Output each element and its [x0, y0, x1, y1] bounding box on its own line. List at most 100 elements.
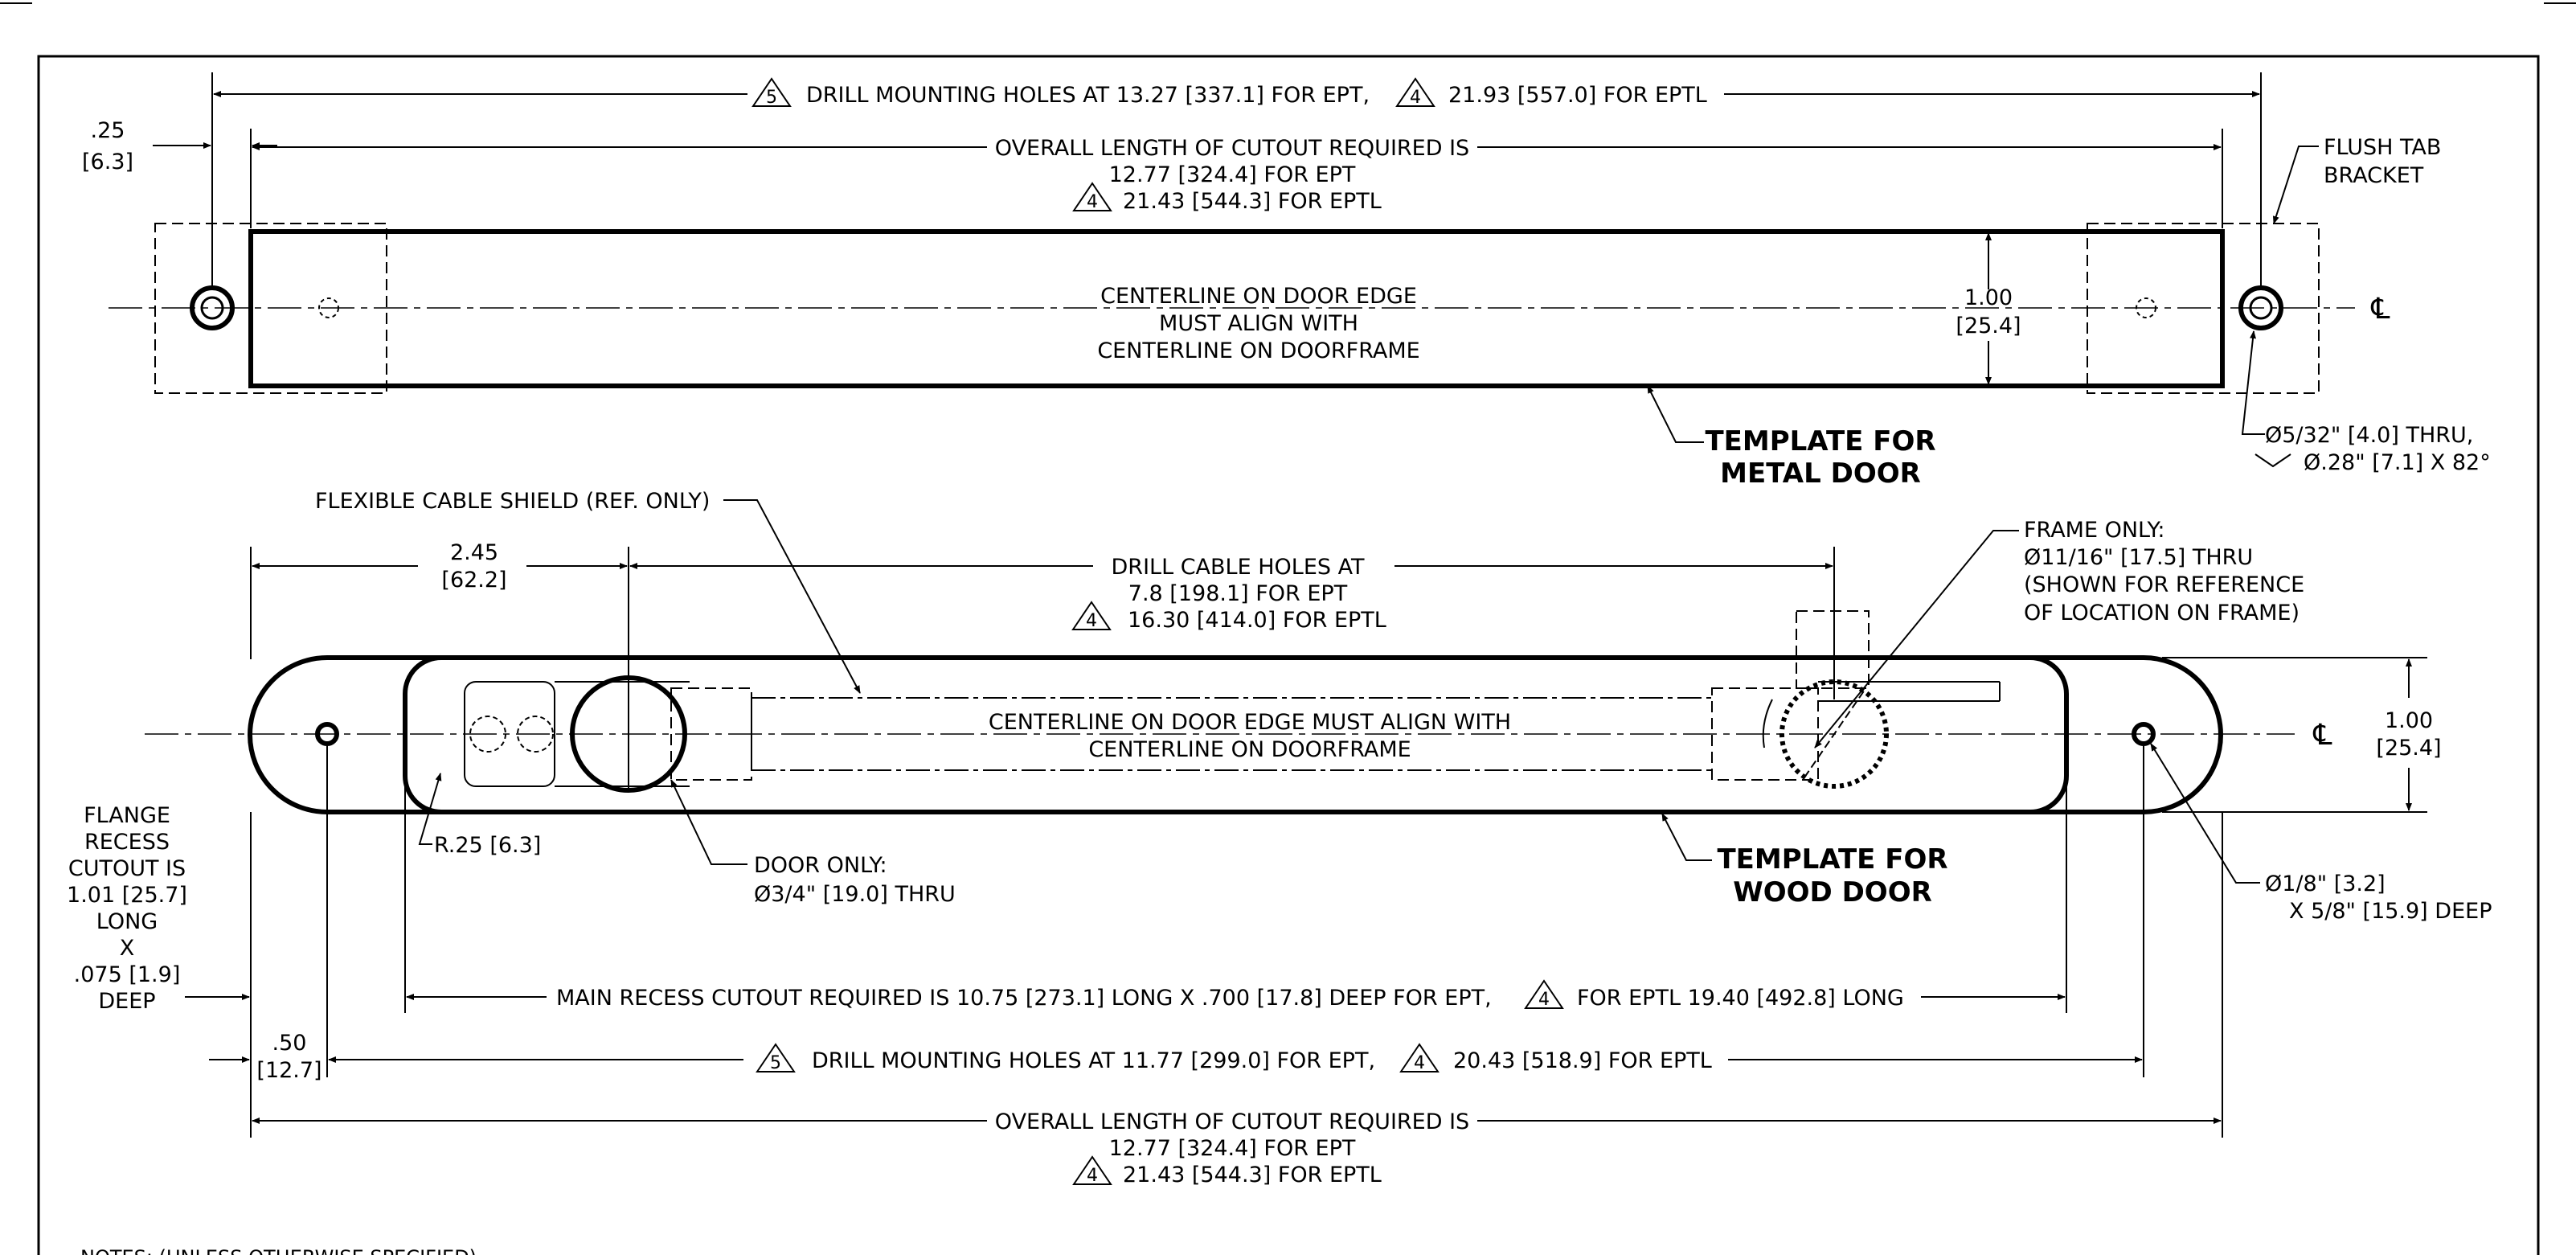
main-recess-flag-4-triangle	[1524, 979, 1564, 1009]
metal-mounting-text-eptl: 21.93 [557.0] FOR EPTL	[1448, 83, 1707, 108]
flush-tab-leader	[2272, 146, 2319, 224]
wood-mounting-flag-4-triangle	[1399, 1043, 1440, 1072]
radius-note: R.25 [6.3]	[434, 833, 541, 858]
flange-line1: FLANGE	[84, 803, 170, 828]
metal-height-inch: 1.00	[1964, 285, 2013, 310]
cable-holes-line3: 16.30 [414.0] FOR EPTL	[1128, 608, 1386, 633]
frame-only-hole	[1779, 679, 1889, 789]
frame-only-hole-diagonal	[1804, 689, 1865, 778]
metal-title-line2: METAL DOOR	[1720, 457, 1921, 490]
wood-edge-offset-inch: .50	[272, 1031, 307, 1056]
metal-mounting-flag-5: 5	[766, 88, 777, 108]
metal-mounting-text-ept: DRILL MOUNTING HOLES AT 13.27 [337.1] FO…	[806, 83, 1370, 108]
metal-centerline-note-line2: MUST ALIGN WITH	[1159, 311, 1358, 336]
notes-heading: NOTES: (UNLESS OTHERWISE SPECIFIED)	[80, 1246, 477, 1255]
cable-shield-label: FLEXIBLE CABLE SHIELD (REF. ONLY)	[315, 489, 710, 514]
metal-centerline-symbol: ℄	[2370, 293, 2390, 326]
metal-title-leader	[1647, 385, 1704, 443]
dim-245-mm: [62.2]	[441, 568, 506, 593]
wood-title-leader	[1661, 813, 1712, 861]
metal-countersink-symbol	[2255, 453, 2291, 468]
frame-only-line2: Ø11/16" [17.5] THRU	[2024, 545, 2253, 570]
metal-door-template: 5 DRILL MOUNTING HOLES AT 13.27 [337.1] …	[82, 72, 2491, 490]
cable-holes-flag-4: 4	[1086, 611, 1097, 631]
wood-overall-line2: 12.77 [324.4] FOR EPT	[1109, 1136, 1356, 1161]
flush-tab-label-line1: FLUSH TAB	[2324, 135, 2441, 160]
metal-centerline-note-line1: CENTERLINE ON DOOR EDGE	[1100, 284, 1417, 309]
metal-height-mm: [25.4]	[1956, 314, 2021, 338]
wood-height-mm: [25.4]	[2376, 736, 2441, 761]
frame-only-line1: FRAME ONLY:	[2024, 518, 2165, 543]
metal-cutout-rectangle	[248, 229, 2225, 388]
metal-edge-offset-inch: .25	[91, 118, 125, 143]
wood-edge-offset-mm: [12.7]	[256, 1058, 321, 1083]
sheet-border	[37, 55, 2540, 1255]
wood-mounting-flag-5-triangle	[756, 1043, 796, 1072]
door-only-line1: DOOR ONLY:	[754, 853, 887, 878]
cable-shield-leader	[723, 499, 861, 694]
metal-mounting-flag-4: 4	[1410, 88, 1421, 108]
flange-line5: LONG	[96, 909, 158, 934]
small-hole-note-line1: Ø1/8" [3.2]	[2265, 872, 2386, 896]
metal-mounting-flag-5-triangle	[752, 77, 792, 107]
metal-mounting-hole-right-inner	[2249, 296, 2273, 320]
metal-title-line1: TEMPLATE FOR	[1705, 425, 1935, 457]
metal-mounting-hole-right-outer	[2238, 285, 2283, 330]
frame-only-line4: OF LOCATION ON FRAME)	[2024, 601, 2300, 625]
wood-mounting-text-eptl: 20.43 [518.9] FOR EPTL	[1453, 1048, 1712, 1073]
radius-leader	[418, 773, 442, 845]
flange-recess-note: FLANGE RECESS CUTOUT IS 1.01 [25.7] LONG…	[67, 803, 187, 1014]
frame-connector-curve	[1762, 699, 1773, 748]
small-hole-note-line2: X 5/8" [15.9] DEEP	[2289, 899, 2492, 924]
main-recess-text-eptl: FOR EPTL 19.40 [492.8] LONG	[1577, 986, 1904, 1011]
wood-mounting-flag-4: 4	[1414, 1053, 1425, 1073]
wood-overall-flag-4: 4	[1087, 1166, 1098, 1186]
cable-shield-hole-2	[517, 716, 554, 753]
wood-overall-line3: 21.43 [544.3] FOR EPTL	[1123, 1163, 1382, 1187]
metal-overall-flag-4: 4	[1087, 192, 1098, 212]
wood-centerline-note-line2: CENTERLINE ON DOORFRAME	[1088, 737, 1411, 762]
wood-door-template: FLEXIBLE CABLE SHIELD (REF. ONLY) 2.45 […	[67, 489, 2492, 1187]
frame-only-leader	[1814, 530, 2019, 748]
metal-bracket-hole-left	[318, 297, 339, 318]
wood-title-line2: WOOD DOOR	[1733, 876, 1932, 908]
frame-only-line3: (SHOWN FOR REFERENCE	[2024, 572, 2304, 597]
wood-flange-outline	[248, 655, 2223, 814]
metal-hole-leader	[2241, 330, 2265, 435]
cable-shield-end-box	[464, 681, 555, 787]
wood-overall-line1: OVERALL LENGTH OF CUTOUT REQUIRED IS	[995, 1109, 1469, 1134]
metal-overall-line2: 12.77 [324.4] FOR EPT	[1109, 162, 1356, 187]
metal-hole-note-line2: Ø.28" [7.1] X 82°	[2304, 450, 2491, 475]
wood-title-line1: TEMPLATE FOR	[1717, 843, 1947, 876]
flange-line2: RECESS	[84, 830, 170, 855]
metal-centerline-note-line3: CENTERLINE ON DOORFRAME	[1097, 338, 1419, 363]
cable-holes-line1: DRILL CABLE HOLES AT	[1112, 555, 1365, 580]
flange-line7: .075 [1.9]	[74, 962, 181, 987]
flush-tab-label-line2: BRACKET	[2324, 163, 2424, 188]
metal-hole-note-line1: Ø5/32" [4.0] THRU,	[2265, 423, 2473, 448]
wood-centerline-note-line1: CENTERLINE ON DOOR EDGE MUST ALIGN WITH	[989, 710, 1511, 735]
cable-holes-flag-4-triangle	[1071, 601, 1112, 630]
wood-overall-flag-4-triangle	[1072, 1155, 1112, 1185]
flange-line3: CUTOUT IS	[68, 856, 186, 881]
wood-main-recess-outline	[403, 655, 2069, 814]
door-only-leader	[670, 779, 747, 865]
main-recess-flag-4: 4	[1538, 990, 1550, 1010]
metal-edge-offset-mm: [6.3]	[82, 150, 133, 174]
cable-shield-hole-1	[469, 716, 506, 753]
metal-overall-line3: 21.43 [544.3] FOR EPTL	[1123, 189, 1382, 214]
metal-overall-line1: OVERALL LENGTH OF CUTOUT REQUIRED IS	[995, 136, 1469, 161]
metal-mounting-hole-left-outer	[190, 285, 235, 330]
small-hole-leader	[2150, 743, 2260, 884]
wood-height-inch: 1.00	[2385, 708, 2433, 733]
metal-mounting-flag-4-triangle	[1395, 77, 1435, 107]
metal-mounting-hole-left-inner	[200, 296, 224, 320]
dim-245-inch: 2.45	[450, 540, 498, 565]
metal-bracket-hole-right	[2136, 297, 2156, 318]
frame-connector-body	[1711, 687, 1819, 781]
main-recess-text-ept: MAIN RECESS CUTOUT REQUIRED IS 10.75 [27…	[556, 986, 1492, 1011]
flange-line8: DEEP	[98, 989, 155, 1014]
door-only-line2: Ø3/4" [19.0] THRU	[754, 882, 956, 907]
cable-holes-line2: 7.8 [198.1] FOR EPT	[1128, 581, 1348, 606]
